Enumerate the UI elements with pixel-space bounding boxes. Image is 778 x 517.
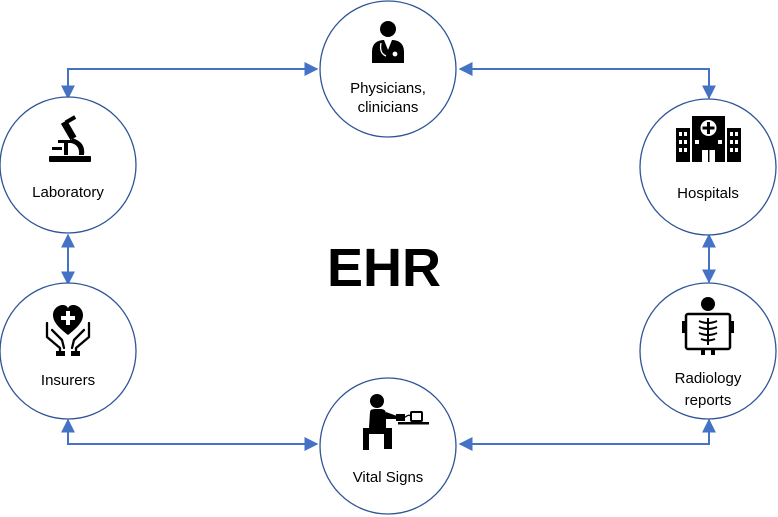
doctor-icon: [372, 21, 404, 63]
node-radiology-label-line2: reports: [685, 392, 732, 409]
node-radiology-circle: [639, 282, 777, 420]
node-physicians-label-line2: clinicians: [358, 99, 419, 116]
node-vital-signs-label: Vital Signs: [353, 469, 424, 486]
node-vital-signs: Vital Signs: [319, 377, 457, 515]
connector-insurers-vitals: [61, 418, 319, 451]
hospital-icon: [676, 116, 741, 162]
node-radiology-label-line1: Radiology: [675, 370, 742, 387]
node-insurers: Insurers: [0, 282, 137, 420]
node-insurers-label: Insurers: [41, 372, 95, 389]
blood-pressure-icon: [363, 394, 429, 450]
node-laboratory: Laboratory: [0, 96, 137, 234]
connectors: [61, 62, 716, 451]
center-title: EHR: [327, 238, 441, 298]
node-hospitals-circle: [639, 98, 777, 236]
node-physicians-label-line1: Physicians,: [350, 80, 426, 97]
node-radiology: Radiology reports: [639, 282, 777, 420]
connector-vitals-radiology: [458, 418, 716, 451]
microscope-icon: [49, 115, 91, 162]
insurance-hands-heart-icon: [45, 305, 91, 356]
node-hospitals-label: Hospitals: [677, 185, 739, 202]
node-physicians-circle: [319, 0, 457, 138]
node-laboratory-label: Laboratory: [32, 184, 104, 201]
node-hospitals: Hospitals: [639, 98, 777, 236]
node-physicians: Physicians, clinicians: [319, 0, 457, 138]
xray-icon: [682, 297, 734, 355]
node-laboratory-circle: [0, 96, 137, 234]
connector-physicians-hospitals: [458, 62, 716, 100]
connector-lab-physicians: [61, 62, 319, 100]
node-insurers-circle: [0, 282, 137, 420]
